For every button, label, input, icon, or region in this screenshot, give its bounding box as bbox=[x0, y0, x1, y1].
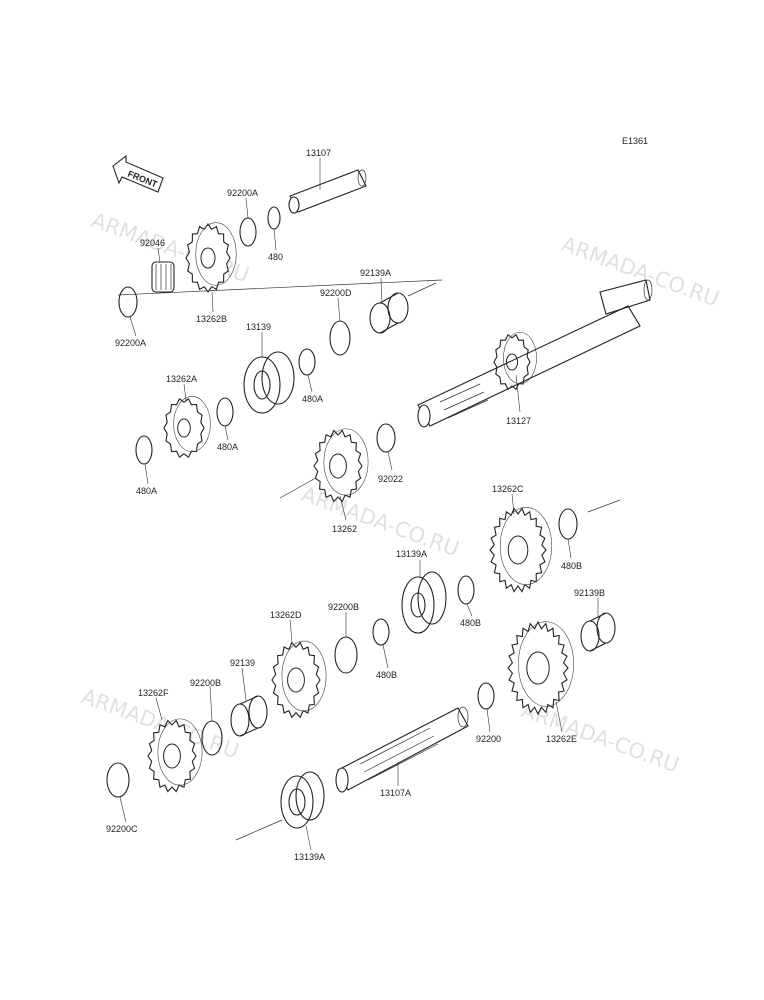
gear-13262E-hub bbox=[526, 651, 550, 685]
gear-13262-main-back-face bbox=[503, 331, 537, 385]
ring-480B-3 bbox=[372, 618, 390, 646]
shaft-13107 bbox=[288, 169, 367, 214]
gear-13262A-back-face bbox=[173, 396, 211, 452]
ring-480A bbox=[298, 348, 316, 376]
watermark-2: ARMADA-CO.RU bbox=[558, 232, 722, 311]
label-92200B: 92200B bbox=[328, 602, 359, 612]
sleeve-13139A bbox=[401, 571, 447, 634]
gear-13262-main-hub bbox=[505, 353, 519, 371]
gear-13262B bbox=[185, 222, 237, 293]
washer-92200 bbox=[477, 682, 495, 710]
label-92200B-2: 92200B bbox=[190, 678, 221, 688]
sleeve-13139 bbox=[243, 351, 295, 414]
front-arrow-icon: FRONT bbox=[112, 154, 164, 193]
label-13127: 13127 bbox=[506, 416, 531, 426]
shaft-13127 bbox=[417, 279, 653, 428]
label-13262A: 13262A bbox=[166, 374, 197, 384]
label-92139B: 92139B bbox=[574, 588, 605, 598]
label-480: 480 bbox=[268, 252, 283, 262]
gear-13262-main bbox=[493, 331, 537, 391]
gear-13262F bbox=[147, 718, 203, 793]
ring-480B bbox=[558, 508, 578, 540]
sleeve-13139A-2 bbox=[280, 771, 325, 829]
label-92022: 92022 bbox=[378, 474, 403, 484]
leader-lines bbox=[119, 158, 599, 851]
label-480B-3: 480B bbox=[376, 670, 397, 680]
gear-13262A bbox=[163, 396, 211, 459]
gear-13262C-hub bbox=[507, 535, 529, 565]
washer-92200C bbox=[106, 762, 130, 798]
ring-480 bbox=[267, 206, 281, 230]
gear-13262F-hub bbox=[163, 743, 181, 769]
label-480A-2: 480A bbox=[217, 442, 238, 452]
washer-92200A-2 bbox=[118, 286, 138, 318]
part-labels: 13107 92200A 480 92046 13262B 92200A 921… bbox=[106, 148, 605, 862]
label-13107A: 13107A bbox=[380, 788, 411, 798]
watermark-3: ARMADA-CO.RU bbox=[298, 482, 462, 561]
washer-92200A bbox=[239, 217, 257, 247]
label-92200C: 92200C bbox=[106, 824, 138, 834]
gear-13262A-hub bbox=[177, 418, 191, 438]
washer-92200D bbox=[329, 320, 351, 356]
gear-13262E-back-face bbox=[518, 621, 574, 707]
washer-92022 bbox=[376, 423, 396, 453]
ring-480A-3 bbox=[135, 435, 153, 465]
bearing-92046 bbox=[151, 261, 175, 293]
gear-13262 bbox=[313, 428, 369, 503]
bushing-92139 bbox=[230, 695, 268, 737]
gear-13262D bbox=[271, 640, 327, 719]
label-13139A: 13139A bbox=[396, 549, 427, 559]
label-13262F: 13262F bbox=[138, 688, 169, 698]
label-13262D: 13262D bbox=[270, 610, 302, 620]
label-13107: 13107 bbox=[306, 148, 331, 158]
label-13262E: 13262E bbox=[546, 734, 577, 744]
axis-lines bbox=[117, 279, 621, 841]
label-480A: 480A bbox=[302, 394, 323, 404]
label-92200: 92200 bbox=[476, 734, 501, 744]
label-13262C: 13262C bbox=[492, 484, 524, 494]
label-92200D: 92200D bbox=[320, 288, 352, 298]
diagram-code: E1361 bbox=[622, 136, 648, 146]
label-92046: 92046 bbox=[140, 238, 165, 248]
gear-13262C bbox=[489, 507, 553, 593]
gears bbox=[147, 222, 574, 793]
gear-13262C-back-face bbox=[499, 507, 553, 585]
gear-13262-hub bbox=[329, 453, 347, 479]
gear-13262D-hub bbox=[287, 667, 305, 693]
gear-13262B-hub bbox=[200, 247, 216, 269]
ring-480A-2 bbox=[216, 397, 234, 427]
washer-92200B bbox=[334, 636, 358, 674]
label-13139: 13139 bbox=[246, 322, 271, 332]
label-13262: 13262 bbox=[332, 524, 357, 534]
label-13262B: 13262B bbox=[196, 314, 227, 324]
gear-13262E bbox=[507, 620, 574, 716]
bushing-92139A bbox=[369, 292, 409, 334]
label-13139A-2: 13139A bbox=[294, 852, 325, 862]
shaft-13107A bbox=[335, 706, 469, 793]
gear-13262-back-face bbox=[323, 428, 369, 496]
gear-13262B-back-face bbox=[195, 222, 237, 286]
label-92139: 92139 bbox=[230, 658, 255, 668]
label-480A-3: 480A bbox=[136, 486, 157, 496]
label-92200A-2: 92200A bbox=[115, 338, 146, 348]
label-480B: 480B bbox=[561, 561, 582, 571]
gear-13262D-back-face bbox=[281, 640, 327, 712]
ring-480B-2 bbox=[457, 575, 475, 605]
label-92200A: 92200A bbox=[227, 188, 258, 198]
bushing-92139B bbox=[580, 612, 616, 652]
label-480B-2: 480B bbox=[460, 618, 481, 628]
gear-13262F-back-face bbox=[157, 718, 203, 786]
watermark-5: ARMADA-CO.RU bbox=[518, 698, 682, 777]
label-92139A: 92139A bbox=[360, 268, 391, 278]
